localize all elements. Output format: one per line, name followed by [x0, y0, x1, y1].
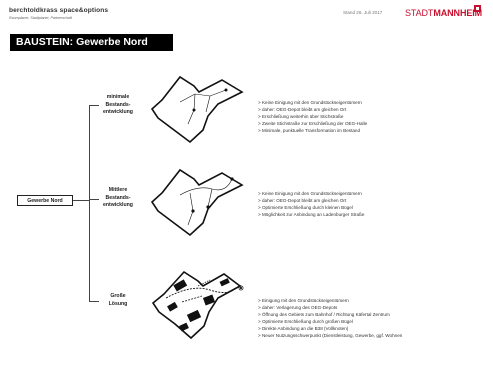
site-plan-large: [151, 270, 244, 340]
building-block: [219, 278, 230, 287]
label-line: entwicklung: [103, 109, 133, 115]
bullet-item: Optimierte Erschließung durch großen Büg…: [258, 318, 402, 325]
logo-mark-icon: [474, 5, 481, 12]
label-line: Bestands-: [105, 194, 131, 201]
label-line: Mittlere: [108, 187, 128, 193]
bullet-item: Zweite Stichstraße zur Erschließung der …: [258, 120, 367, 127]
bullet-item: Öffnung des Gebiets zum Bahnhof / Richtu…: [258, 311, 402, 318]
building-block: [167, 301, 178, 312]
label-line: entwicklung: [103, 202, 133, 208]
site-plan-medium: [150, 168, 244, 237]
bullet-item: Neuer Nutzungsschwerpunkt (Dienstleistun…: [258, 332, 402, 339]
brand-subtitle: Raumplaner, Stadtplaner, Partnerschaft: [9, 16, 72, 20]
connector-branch-2: [89, 199, 99, 200]
bullet-item: Erschließung weiterhin über Stichstraße: [258, 113, 367, 120]
building-block: [173, 279, 188, 292]
date-label: Stand 26. Juli 2017: [343, 10, 383, 15]
star-marker-icon: [238, 285, 244, 291]
city-logo: STADTMANNHEIM: [405, 8, 482, 18]
building-block: [202, 294, 216, 306]
bullet-item: Optimierte Erschließung durch kleinen Bü…: [258, 204, 364, 211]
brand-name: berchtoldkrass space&options: [9, 7, 109, 14]
label-line: minimale: [106, 94, 130, 100]
branch-label-medium: Mittlere Bestands- entwicklung: [93, 187, 143, 210]
site-plan-minimal: [150, 75, 244, 144]
connector-root: [73, 200, 89, 201]
bullets-medium: Keine Einigung mit den Grundstückseigent…: [258, 190, 364, 218]
bullet-item: Direkte Anbindung an die B38 (Vollknoten…: [258, 325, 402, 332]
bullet-item: daher: OEG-Depot bleibt am gleichen Ort: [258, 197, 364, 204]
bullet-item: Keine Einigung mit den Grundstückseigent…: [258, 190, 364, 197]
connector-trunk: [89, 105, 90, 302]
logo-stadt: STADT: [405, 8, 434, 18]
bullet-item: daher: OEG-Depot bleibt am gleichen Ort: [258, 106, 367, 113]
logo-mannheim: MANNHEIM: [433, 8, 483, 18]
bullet-item: Minimale, punktuelle Transformation im B…: [258, 127, 367, 134]
building-block: [186, 309, 202, 323]
page-title: BAUSTEIN: Gewerbe Nord: [10, 34, 173, 51]
connector-branch-1: [89, 105, 99, 106]
bullet-item: Keine Einigung mit den Grundstückseigent…: [258, 99, 367, 106]
branch-label-large: Große Lösung: [93, 293, 143, 308]
bullets-large: Einigung mit den Grundstückseigentümern …: [258, 297, 402, 339]
bullet-item: Einigung mit den Grundstückseigentümern: [258, 297, 402, 304]
label-line: Lösung: [108, 300, 128, 307]
label-line: Bestands-: [105, 101, 131, 108]
connector-branch-3: [89, 301, 99, 302]
root-node: Gewerbe Nord: [17, 195, 73, 206]
label-line: Große: [110, 293, 126, 299]
building-block: [179, 322, 189, 332]
branch-label-minimal: minimale Bestands- entwicklung: [93, 94, 143, 117]
bullets-minimal: Keine Einigung mit den Grundstückseigent…: [258, 99, 367, 134]
bullet-item: daher: Verlagerung des OEG-Depots: [258, 304, 402, 311]
bullet-item: Möglichkeit zur Anbindung an Ladenburger…: [258, 211, 364, 218]
